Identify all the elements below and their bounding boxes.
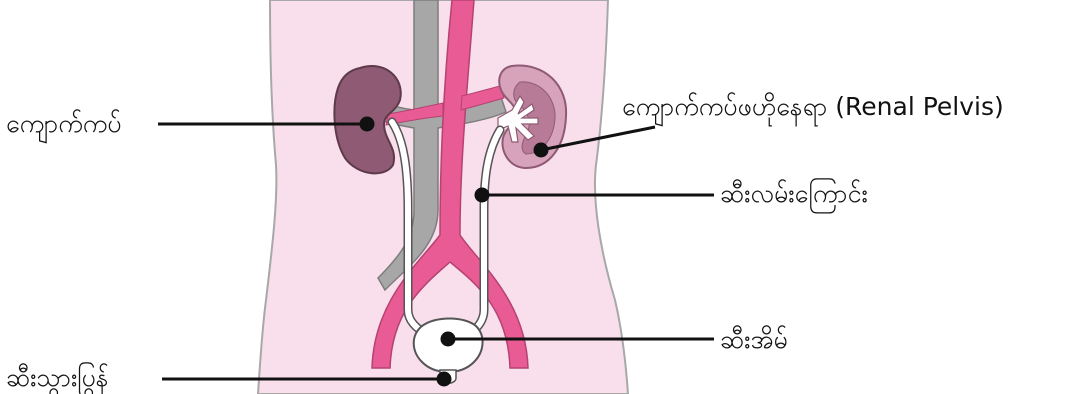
leader-dot-ureter xyxy=(476,189,488,201)
label-renal-pelvis: ကျောက်ကပ်ဖဟိုနေရာ (Renal Pelvis) xyxy=(622,94,1004,119)
label-kidney: ကျောက်ကပ် xyxy=(6,111,121,136)
label-ureter: ဆီးလမ်းကြောင်း xyxy=(720,181,868,206)
label-urethra: ဆီးသွားပြွန် xyxy=(6,365,109,390)
leader-dot-kidney xyxy=(361,118,373,130)
leader-dot-bladder xyxy=(442,333,454,345)
leader-dot-renal-pelvis xyxy=(535,144,547,156)
leader-dot-urethra xyxy=(438,373,450,385)
label-bladder: ဆီးအိမ် xyxy=(720,327,788,352)
